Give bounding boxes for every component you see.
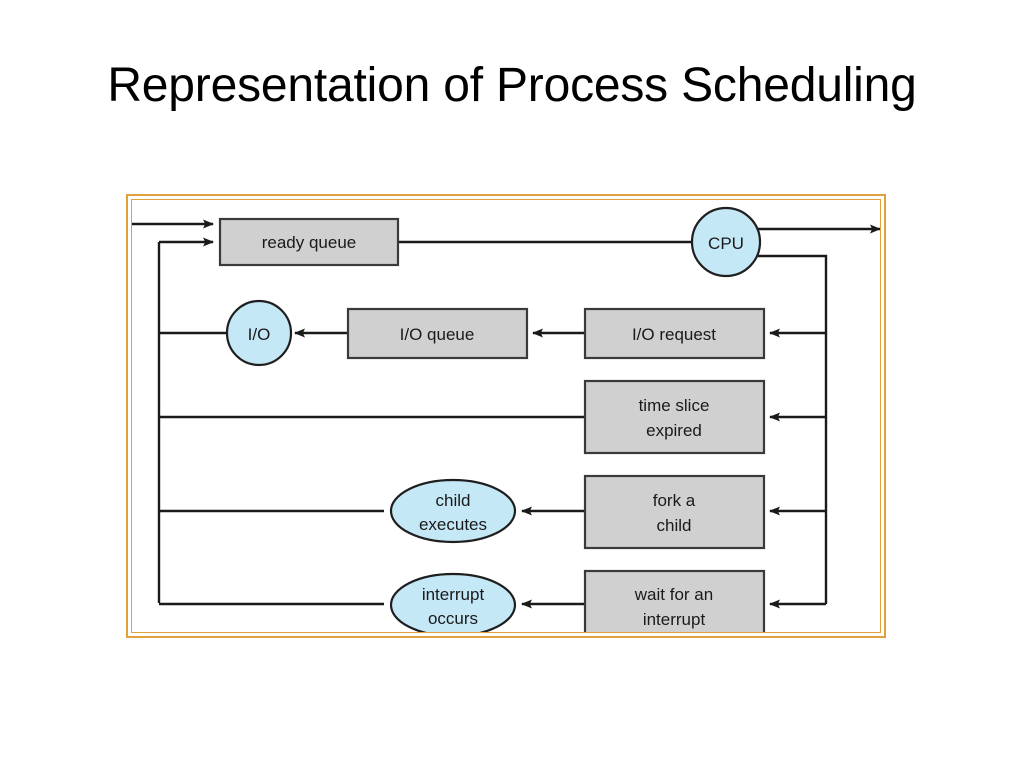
node-io-queue[interactable]: I/O queue: [346, 307, 529, 360]
figure-inner-frame: ready queue CPU I/O I/O queue: [131, 199, 881, 633]
figure-outer-frame: ready queue CPU I/O I/O queue: [126, 194, 886, 638]
node-io-request-label: I/O request: [632, 325, 716, 344]
node-time-slice-expired-label-line1: time slice: [639, 396, 710, 415]
node-time-slice-expired[interactable]: time slice expired: [583, 379, 766, 455]
node-child-executes-label-line1: child: [436, 491, 471, 510]
process-scheduling-diagram: ready queue CPU I/O I/O queue: [132, 206, 880, 633]
node-io[interactable]: I/O: [225, 299, 293, 367]
node-child-executes[interactable]: child executes: [389, 478, 517, 544]
node-fork-a-child-label-line2: child: [657, 516, 692, 535]
node-interrupt-occurs-label-line1: interrupt: [422, 585, 485, 604]
node-interrupt-occurs-label-line2: occurs: [428, 609, 478, 628]
page-title: Representation of Process Scheduling: [107, 59, 917, 112]
node-fork-a-child-label-line1: fork a: [653, 491, 696, 510]
node-io-queue-label: I/O queue: [400, 325, 475, 344]
node-time-slice-expired-label-line2: expired: [646, 421, 702, 440]
node-ready-queue-label: ready queue: [262, 233, 357, 252]
node-wait-for-an-interrupt-label-line2: interrupt: [643, 610, 706, 629]
node-io-label: I/O: [248, 325, 271, 344]
node-interrupt-occurs[interactable]: interrupt occurs: [389, 572, 517, 633]
node-child-executes-label-line2: executes: [419, 515, 487, 534]
node-io-request[interactable]: I/O request: [583, 307, 766, 360]
node-cpu-label: CPU: [708, 234, 744, 253]
diagram-edges: [132, 219, 880, 609]
node-wait-for-an-interrupt[interactable]: wait for an interrupt: [583, 569, 766, 633]
edge-cpu-to-right-bus: [758, 254, 828, 604]
node-ready-queue[interactable]: ready queue: [218, 217, 400, 267]
node-cpu[interactable]: CPU: [690, 206, 762, 278]
node-fork-a-child[interactable]: fork a child: [583, 474, 766, 550]
node-wait-for-an-interrupt-label-line1: wait for an: [634, 585, 713, 604]
